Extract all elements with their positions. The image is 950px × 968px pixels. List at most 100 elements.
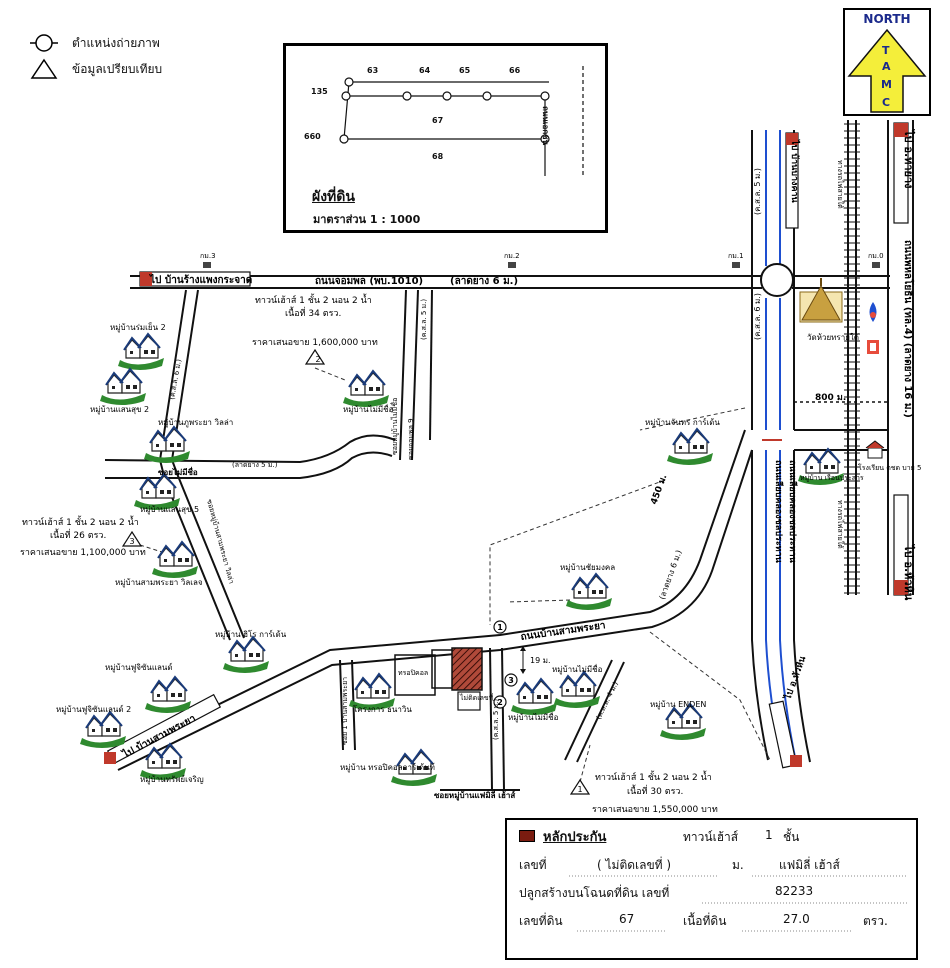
road-lower-sois (339, 647, 625, 791)
parcel-63: 63 (367, 66, 379, 75)
deed-label: ปลูกสร้างบนโฉนดที่ดิน เลขที่ (519, 886, 670, 900)
label-kss5-lower: (ค.ส.ล. 5 ม.) (492, 699, 500, 740)
parcel-66: 66 (509, 66, 521, 75)
railway (844, 120, 860, 595)
photo-position-1-icon (493, 620, 507, 634)
svg-text:2: 2 (315, 355, 320, 364)
label-village-nameless2: หมู่บ้านไม่มีชื่อ (552, 663, 603, 675)
label-village-fuji2: หมู่บ้านฟูจิซันแลนด์ 2 (56, 704, 131, 715)
comparison-1-marker (569, 778, 591, 795)
label-school: โรงเรียน ตชด บาย 5 (858, 463, 921, 472)
legend: ตำแหน่งถ่ายภาพ ข้อมูลเปรียบเทียบ (30, 30, 162, 82)
property-info-box: หลักประกัน ทาวน์เฮ้าส์ 1 ชั้น เลขที่ ( ไ… (505, 818, 918, 960)
photo-position-icon (30, 34, 58, 52)
label-sam-phraya-road: ถนนบ้านสามพระยา (520, 619, 606, 643)
label-village-rueanprasarn: หมู่บ้าน เรือนประสาร (800, 474, 864, 482)
village-house-icon (99, 368, 147, 406)
label-comparison1-line2: เนื้อที่ 30 ตรว. (627, 784, 683, 797)
village-house-icon (659, 703, 707, 741)
label-village-phraya-villa: หมู่บ้านภูพระยา วิลล่า (158, 418, 233, 428)
plot-plan-inset: 63 64 65 66 67 68 135 660 ถนนเอกชน (283, 43, 608, 233)
label-village-nameless1: หมู่บ้านไม่มีชื่อ (343, 403, 394, 415)
village-house-icon (117, 333, 165, 371)
km-markers (203, 262, 880, 268)
roundabout (760, 263, 794, 297)
parcel-68: 68 (432, 152, 444, 161)
label-village-rom-yen2: หมู่บ้านร่มเย็น 2 (110, 322, 166, 333)
label-project: โครงการ ธนาวิน (353, 704, 412, 714)
label-800m: 800 ม. (815, 393, 846, 403)
comparison-3-marker (121, 530, 143, 547)
parcel-67: 67 (432, 116, 444, 125)
label-kss5-soi9: (ค.ส.ล. 5 ม.) (420, 299, 428, 340)
label-comparison3-price: ราคาเสนอขาย 1,100,000 บาท (20, 548, 146, 558)
label-to-thayang: ไป อ.ท่ายาง (902, 128, 916, 189)
label-450m: 450 ม. (649, 473, 669, 506)
north-letter-a: A (882, 60, 891, 73)
village-house-icon (565, 573, 613, 611)
comparison-2-marker (304, 348, 326, 365)
label-asphalt-5: (ลาดยาง 5 ม.) (232, 461, 278, 469)
svg-text:1: 1 (497, 623, 503, 632)
label-comparison2-line1: ทาวน์เฮ้าส์ 1 ชั้น 2 นอน 2 น้ำ (255, 293, 372, 306)
north-label: NORTH (863, 12, 911, 26)
label-village-sap: หมู่บ้านทรัพย์เจริญ (140, 774, 204, 785)
parcel-135: 135 (311, 87, 328, 96)
label-canal-road: ถนนเลียบคลองชลประทาน (787, 460, 798, 564)
area-value: 27.0 (783, 912, 810, 926)
plot-plan-title: ผังที่ดิน (312, 189, 355, 205)
label-km1: กม.1 (728, 252, 744, 260)
property-type: ทาวน์เฮ้าส์ (683, 830, 739, 844)
north-arrow-icon (847, 28, 927, 113)
arrow-to-thayang (893, 122, 909, 224)
label-highway: ถนนพหลโยธิน (ทล.4) (ลาดยาง 16 ม.) (902, 240, 915, 418)
label-19m: 19 ม. (530, 656, 551, 665)
label-km3: กม.3 (200, 252, 216, 260)
label-comparison3-line1: ทาวน์เฮ้าส์ 1 ชั้น 2 นอน 2 น้ำ (22, 515, 139, 528)
plot-plan-scale: มาตราส่วน 1 : 1000 (313, 213, 421, 226)
house-no-label: เลขที่ (519, 858, 547, 872)
label-kss6-left: (ค.ส.ล. 6 ม.) (168, 358, 183, 400)
road-soi9 (399, 289, 433, 461)
label-soi-family: ซอยหมู่บ้านแฟมิลี่ เฮ้าส์ (434, 789, 515, 801)
road-highway-east (887, 120, 914, 595)
label-railway: ทางรถไฟสายใต้ (836, 160, 845, 209)
label-soi-samphraya-villa: ซอยหมู่บ้านสามพระยา วิลล่า (205, 498, 235, 584)
label-comparison3-line2: เนื้อที่ 26 ตรว. (50, 528, 106, 541)
moo-label: ม. (732, 858, 744, 872)
parcel-65: 65 (459, 66, 471, 75)
north-arrow: NORTH T A M C (843, 8, 931, 116)
property-floors: 1 (765, 828, 773, 842)
label-to-banlat: ไป บ้านบางคาน (789, 139, 801, 204)
label-km0: กม.0 (868, 252, 884, 260)
land-no-label: เลขที่ดิน (519, 914, 563, 928)
house-no-value: ( ไม่ติดเลขที่ ) (597, 858, 672, 872)
label-village-enden: หมู่บ้าน ENDEN (650, 700, 706, 710)
dashed-leaders (139, 367, 771, 783)
subject-parcel (451, 647, 483, 691)
label-village-nameless3: หมู่บ้านไม่มีชื่อ (508, 711, 559, 723)
triangle-icon (30, 58, 58, 79)
collateral-label: หลักประกัน (543, 830, 607, 845)
label-jompol-road: ถนนจอมพล (พบ.1010) (315, 276, 423, 287)
label-canal-road-2: ถนนเลียบคลองชลประทาน (773, 460, 784, 564)
label-no-number: ไม่ติดเลขที่ (459, 693, 494, 702)
gas-station-icon (867, 302, 879, 354)
label-comparison2-price: ราคาเสนอขาย 1,600,000 บาท (252, 338, 378, 348)
arrow-to-banlat (785, 132, 799, 229)
label-kss6: (ค.ส.ล. 6 ม.) (753, 293, 762, 340)
label-village-saensuk5: หมู่บ้านแสนสุข 5 (140, 505, 199, 515)
label-village-saensuk2: หมู่บ้านแสนสุข 2 (90, 405, 149, 415)
parcel-660: 660 (304, 132, 321, 141)
photo-position-3-icon (504, 673, 518, 687)
label-railway-2: ทางรถไฟสายใต้ (836, 500, 845, 549)
label-village-jantra: หมู่บ้านจันทร การ์เด้น (645, 417, 720, 428)
svg-text:2: 2 (497, 698, 503, 707)
label-village-hiro: หมู่บ้าน ฮิโร การ์เด้น (215, 629, 287, 640)
north-letter-c: C (882, 96, 891, 109)
legend-row-photo: ตำแหน่งถ่ายภาพ (30, 30, 162, 56)
svg-text:3: 3 (129, 537, 134, 546)
collateral-swatch (519, 830, 535, 842)
plot-plan-drawing (339, 66, 584, 176)
legend-comparison-label: ข้อมูลเปรียบเทียบ (72, 61, 163, 76)
